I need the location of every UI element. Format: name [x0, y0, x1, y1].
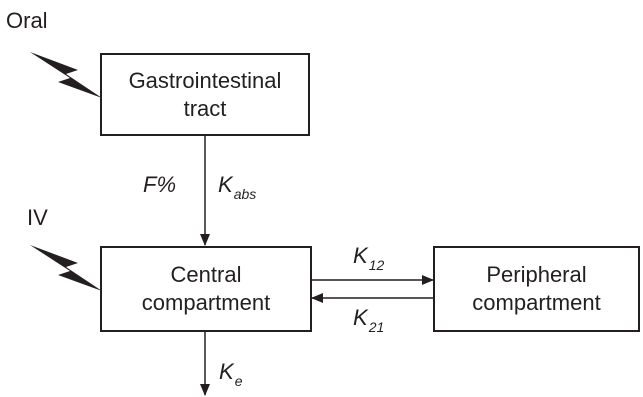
- iv-route-label: IV: [27, 205, 48, 230]
- k21-label: K21: [353, 305, 385, 335]
- bioavailability-label: F%: [143, 172, 176, 197]
- k12-label: K12: [353, 243, 385, 273]
- peripheral-box-line1: Peripheral: [486, 262, 587, 287]
- central-box-line2: compartment: [141, 290, 271, 315]
- ke-label: Ke: [219, 359, 243, 389]
- k12-base: K: [353, 243, 368, 268]
- central-box-line1: Central: [170, 262, 242, 287]
- ke-base: K: [219, 359, 234, 384]
- iv-dose-lightning-icon: [30, 245, 102, 291]
- gi-box-line1: Gastrointestinal: [128, 67, 282, 93]
- peripheral-compartment-box: Peripheral compartment: [433, 246, 640, 332]
- peripheral-box-line2: compartment: [472, 290, 601, 315]
- k12-sub: 12: [368, 257, 385, 273]
- k21-base: K: [353, 305, 368, 330]
- kabs-base: K: [218, 172, 233, 197]
- gastrointestinal-tract-box: Gastrointestinal tract: [100, 53, 310, 136]
- oral-dose-lightning-icon: [30, 52, 102, 98]
- gi-box-line2: tract: [183, 95, 227, 121]
- ke-sub: e: [234, 373, 243, 389]
- central-compartment-box: Central compartment: [100, 246, 312, 332]
- kabs-label: Kabs: [218, 172, 257, 202]
- kabs-sub: abs: [233, 186, 257, 202]
- oral-route-label: Oral: [6, 8, 48, 33]
- k21-sub: 21: [368, 319, 385, 335]
